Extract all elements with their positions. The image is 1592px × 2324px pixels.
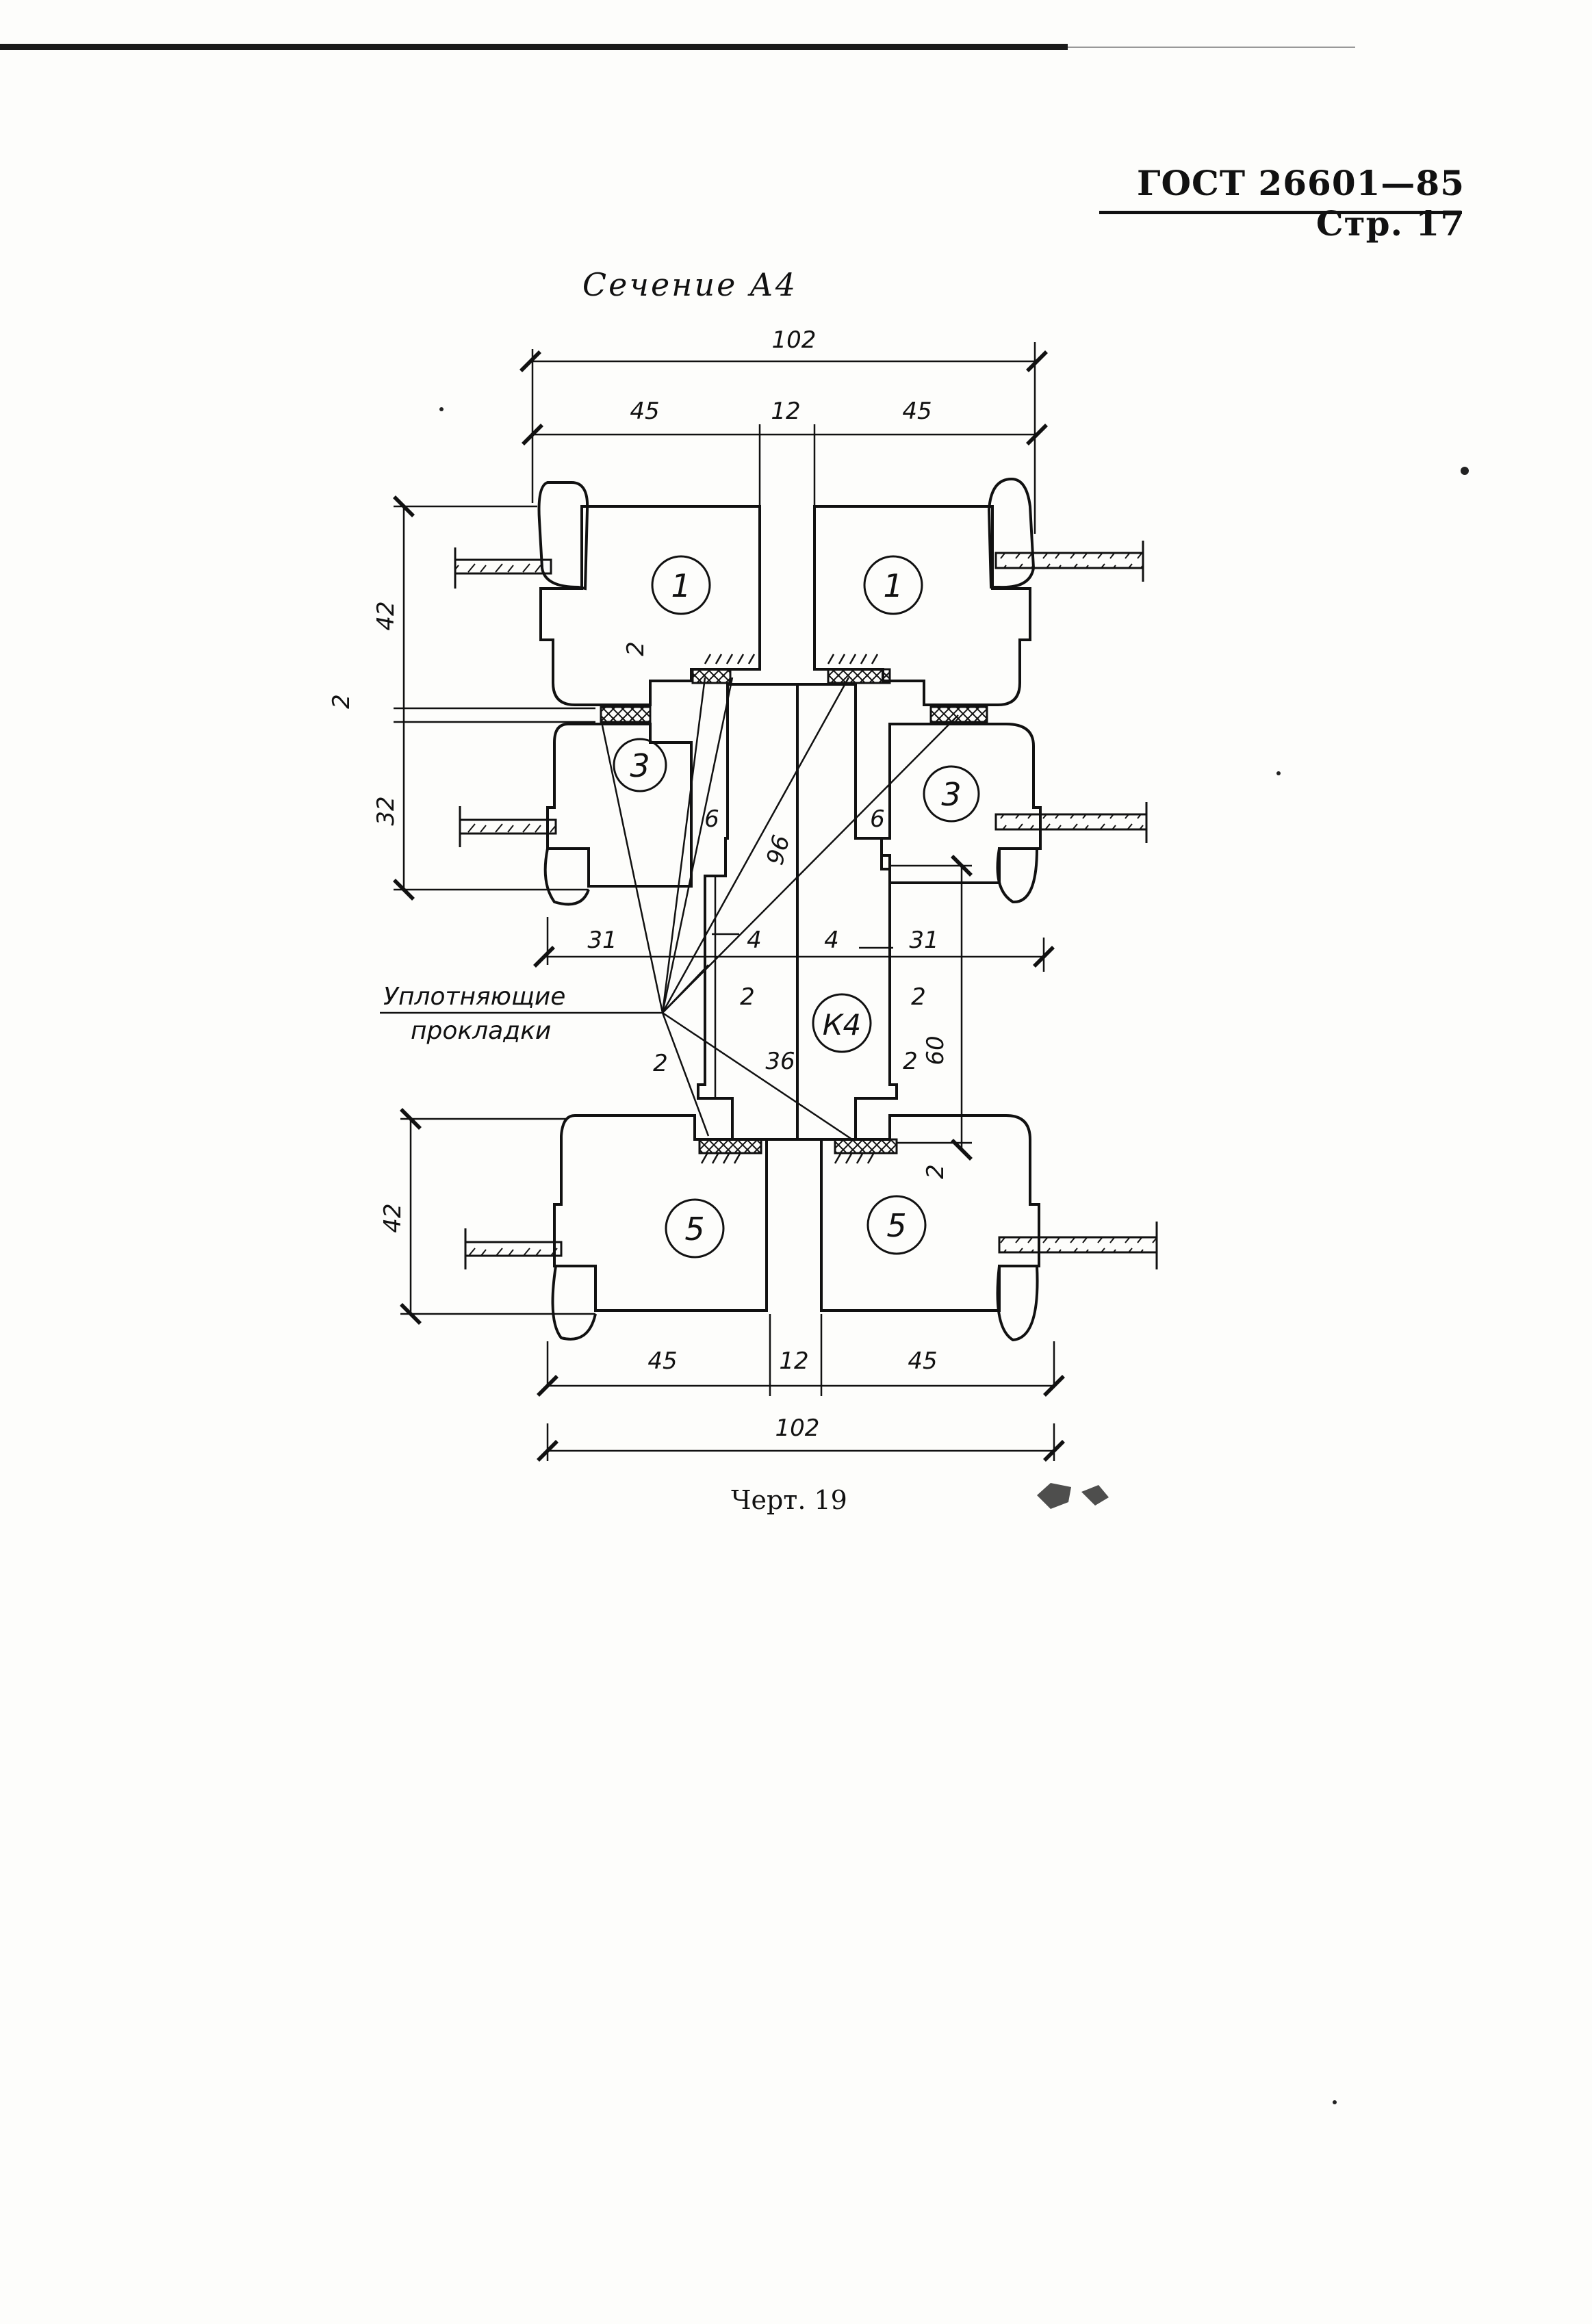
dim-in-right-4: 4 [824, 927, 839, 954]
frame-5-left [553, 1114, 768, 1312]
dim-top-right: 45 [902, 398, 932, 425]
glass-bottom-left [464, 1241, 563, 1257]
dim-step-left: 6 [704, 805, 719, 833]
dim-seal-left-2: 2 [740, 983, 755, 1011]
seal-bottom-right [834, 1138, 898, 1154]
figure-caption: Черт. 19 [731, 1485, 847, 1515]
dim-top-gap: 12 [771, 398, 800, 425]
frame-5-right [820, 1114, 1040, 1312]
frame-5-left-nose [551, 1265, 597, 1341]
part-label-3-left: 3 [630, 747, 650, 784]
header-underline [1099, 211, 1462, 214]
dim-diagonal: 96 [761, 832, 795, 868]
dim-top-left: 45 [630, 398, 659, 425]
glass-mid-left [459, 818, 557, 835]
glass-top-left [454, 558, 552, 575]
dim-bot-right: 45 [908, 1347, 937, 1375]
frame-1-left [539, 505, 761, 706]
glass-mid-right [994, 813, 1148, 831]
dim-left-mid: 32 [372, 796, 400, 825]
dim-right-seal-2: 2 [922, 1164, 949, 1179]
seal-top-right [827, 668, 891, 684]
dim-right-31: 31 [909, 927, 938, 954]
glass-top-right [994, 552, 1144, 569]
part-label-k4: К4 [823, 1008, 862, 1042]
dim-left-bottom: 42 [379, 1203, 407, 1232]
dim-bot-left-2: 2 [653, 1050, 668, 1077]
dim-bot-total: 102 [775, 1415, 820, 1442]
dim-right-60: 60 [922, 1035, 949, 1065]
dim-top-total: 102 [772, 326, 817, 354]
section-title: Сечение А4 [582, 266, 797, 303]
dim-seal-top: 2 [622, 641, 650, 656]
hatch-bottom-right [834, 1153, 875, 1164]
hatch-bottom-left [700, 1153, 741, 1164]
part-label-5-right: 5 [886, 1207, 906, 1244]
callout-line-1: Уплотняющие [383, 983, 565, 1011]
scan-top-rule [0, 44, 1068, 50]
part-label-1-left: 1 [671, 567, 691, 604]
dim-bot-gap: 12 [779, 1347, 808, 1375]
scan-top-rule-tail [1068, 47, 1355, 48]
dim-center-width: 36 [765, 1048, 795, 1075]
frame-1-right [813, 505, 1031, 706]
scan-artifacts [439, 407, 1469, 2104]
dim-in-left-4: 4 [747, 927, 762, 954]
part-label-5-left: 5 [684, 1211, 704, 1248]
part-label-1-right: 1 [883, 567, 903, 604]
seal-gap-left [600, 706, 652, 723]
frame-3-right [880, 723, 1042, 884]
frame-1-left-nose [537, 481, 589, 591]
glass-bottom-right [998, 1236, 1158, 1254]
dim-left-gap: 2 [328, 694, 355, 709]
dim-bot-left: 45 [647, 1347, 677, 1375]
dim-seal-right-2: 2 [911, 983, 926, 1011]
frame-1-right-nose [987, 477, 1036, 589]
part-label-3-right: 3 [941, 776, 961, 813]
dim-step-right: 6 [870, 805, 885, 833]
frame-5-right-nose [996, 1265, 1039, 1342]
document-header: ГОСТ 26601—85 Стр. 17 [1136, 163, 1465, 244]
seal-bottom-left [698, 1138, 762, 1154]
dim-bot-right-2: 2 [903, 1048, 918, 1075]
callout-line-2: прокладки [411, 1017, 551, 1045]
frame-3-left-nose [543, 848, 590, 906]
dim-left-top: 42 [372, 601, 400, 630]
seal-gap-right [929, 706, 988, 723]
hatch-top-right [827, 654, 879, 664]
dim-left-31: 31 [587, 927, 617, 954]
seal-top-left [691, 668, 732, 684]
hatch-top-left [704, 654, 756, 664]
frame-3-right-nose [996, 848, 1038, 904]
